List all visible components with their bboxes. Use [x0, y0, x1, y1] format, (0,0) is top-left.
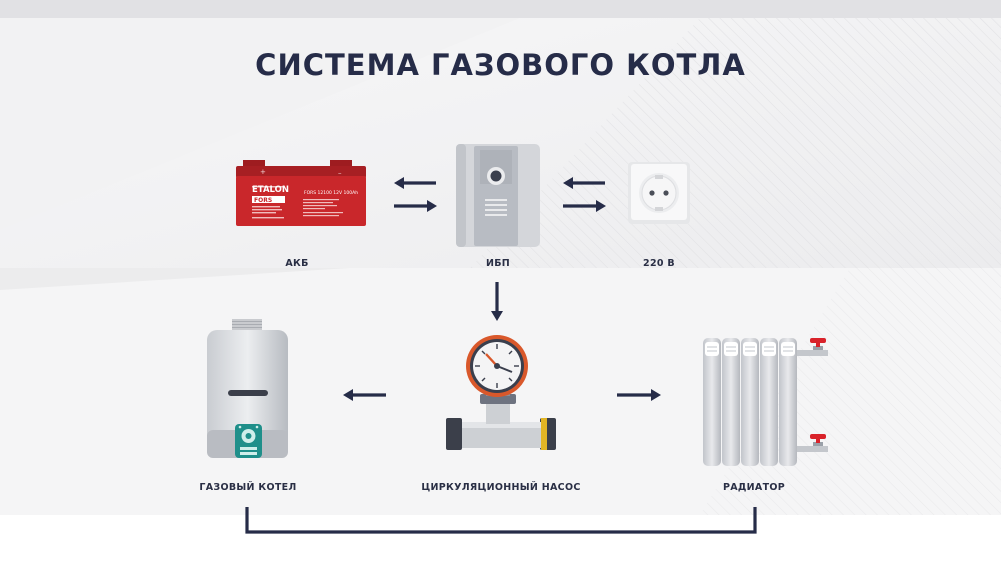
- battery-label: АКБ: [285, 258, 309, 269]
- radiator-icon: [703, 338, 828, 466]
- gas-boiler-icon: [207, 319, 288, 458]
- svg-text:+: +: [260, 168, 266, 176]
- svg-text:–: –: [338, 169, 342, 177]
- arrow-battery-to-ups: [394, 200, 437, 212]
- circulation-pump-icon: [446, 335, 556, 450]
- boiler-label: ГАЗОВЫЙ КОТЕЛ: [199, 482, 297, 493]
- battery-model: FORS 12100 12V 100Ah: [304, 190, 358, 196]
- page-title: СИСТЕМА ГАЗОВОГО КОТЛА: [255, 48, 746, 82]
- ups-label: ИБП: [485, 258, 511, 269]
- ups-icon: [456, 144, 540, 247]
- battery-sub-brand: FORS: [254, 197, 272, 204]
- battery-brand: ETALON: [252, 185, 289, 195]
- arrow-pump-to-radiator: [617, 389, 661, 401]
- outlet-label: 220 В: [643, 258, 675, 269]
- arrow-ups-to-pump: [491, 282, 503, 321]
- pump-label: ЦИРКУЛЯЦИОННЫЙ НАСОС: [421, 482, 581, 493]
- arrow-ups-to-battery: [394, 177, 436, 189]
- power-outlet-icon: [628, 162, 690, 224]
- radiator-label: РАДИАТОР: [723, 482, 785, 493]
- battery-icon: + – ETALON FORS FORS 12100 12V 100Ah: [236, 160, 366, 226]
- arrow-ups-to-outlet: [563, 200, 606, 212]
- arrow-pump-to-boiler: [343, 389, 386, 401]
- arrow-outlet-to-ups: [563, 177, 605, 189]
- connector-boiler-radiator: [245, 507, 757, 534]
